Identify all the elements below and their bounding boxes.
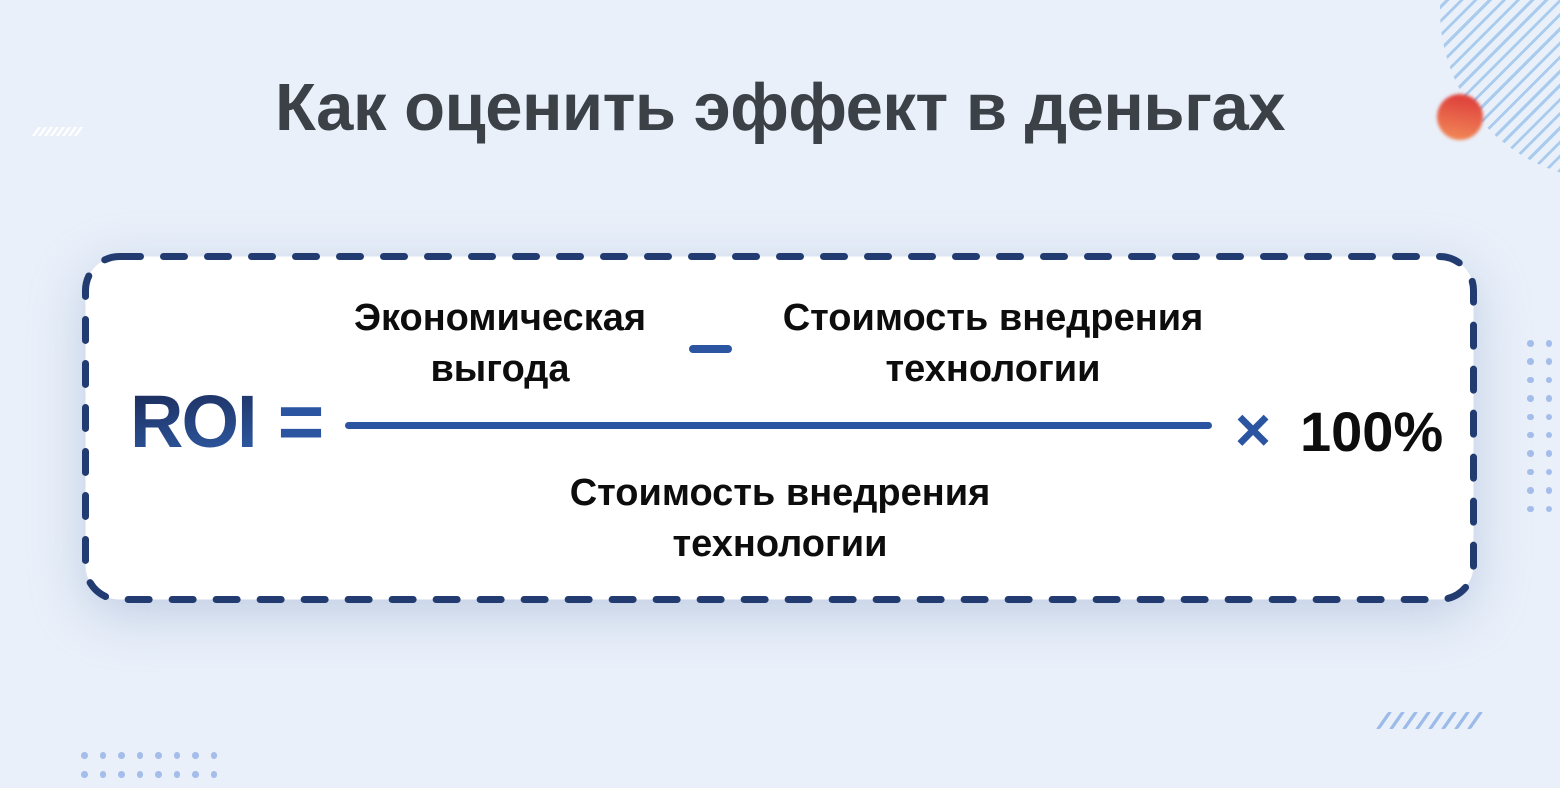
roi-label: ROI xyxy=(130,380,258,463)
roi-equals-group: ROI = xyxy=(130,377,325,466)
dots-grid-right xyxy=(1527,340,1560,524)
numerator-economic-benefit: Экономическая выгода xyxy=(320,293,680,395)
multiplier-value: 100% xyxy=(1300,400,1444,463)
denominator-line2: технологии xyxy=(672,523,888,565)
numerator-right-line1: Стоимость внедрения xyxy=(782,297,1204,339)
multiply-sign: × xyxy=(1234,396,1272,465)
denominator-line1: Стоимость внедрения xyxy=(569,472,991,514)
minus-sign xyxy=(689,345,732,353)
denominator-implementation-cost: Стоимость внедрения технологии xyxy=(540,468,1020,570)
numerator-implementation-cost: Стоимость внедрения технологии xyxy=(753,293,1233,395)
red-dot-icon xyxy=(1437,94,1483,140)
numerator-left-line2: выгода xyxy=(430,348,570,390)
blue-slashes-icon xyxy=(1376,712,1483,729)
equals-sign: = xyxy=(277,377,325,466)
dots-grid-bottom-left xyxy=(81,752,229,788)
numerator-right-line2: технологии xyxy=(885,348,1101,390)
slide-title: Как оценить эффект в деньгах xyxy=(274,70,1286,145)
numerator-left-line1: Экономическая xyxy=(353,297,647,339)
fraction-line xyxy=(345,422,1212,429)
formula-card: ROI = Экономическая выгода Стоимость вне… xyxy=(82,253,1477,603)
